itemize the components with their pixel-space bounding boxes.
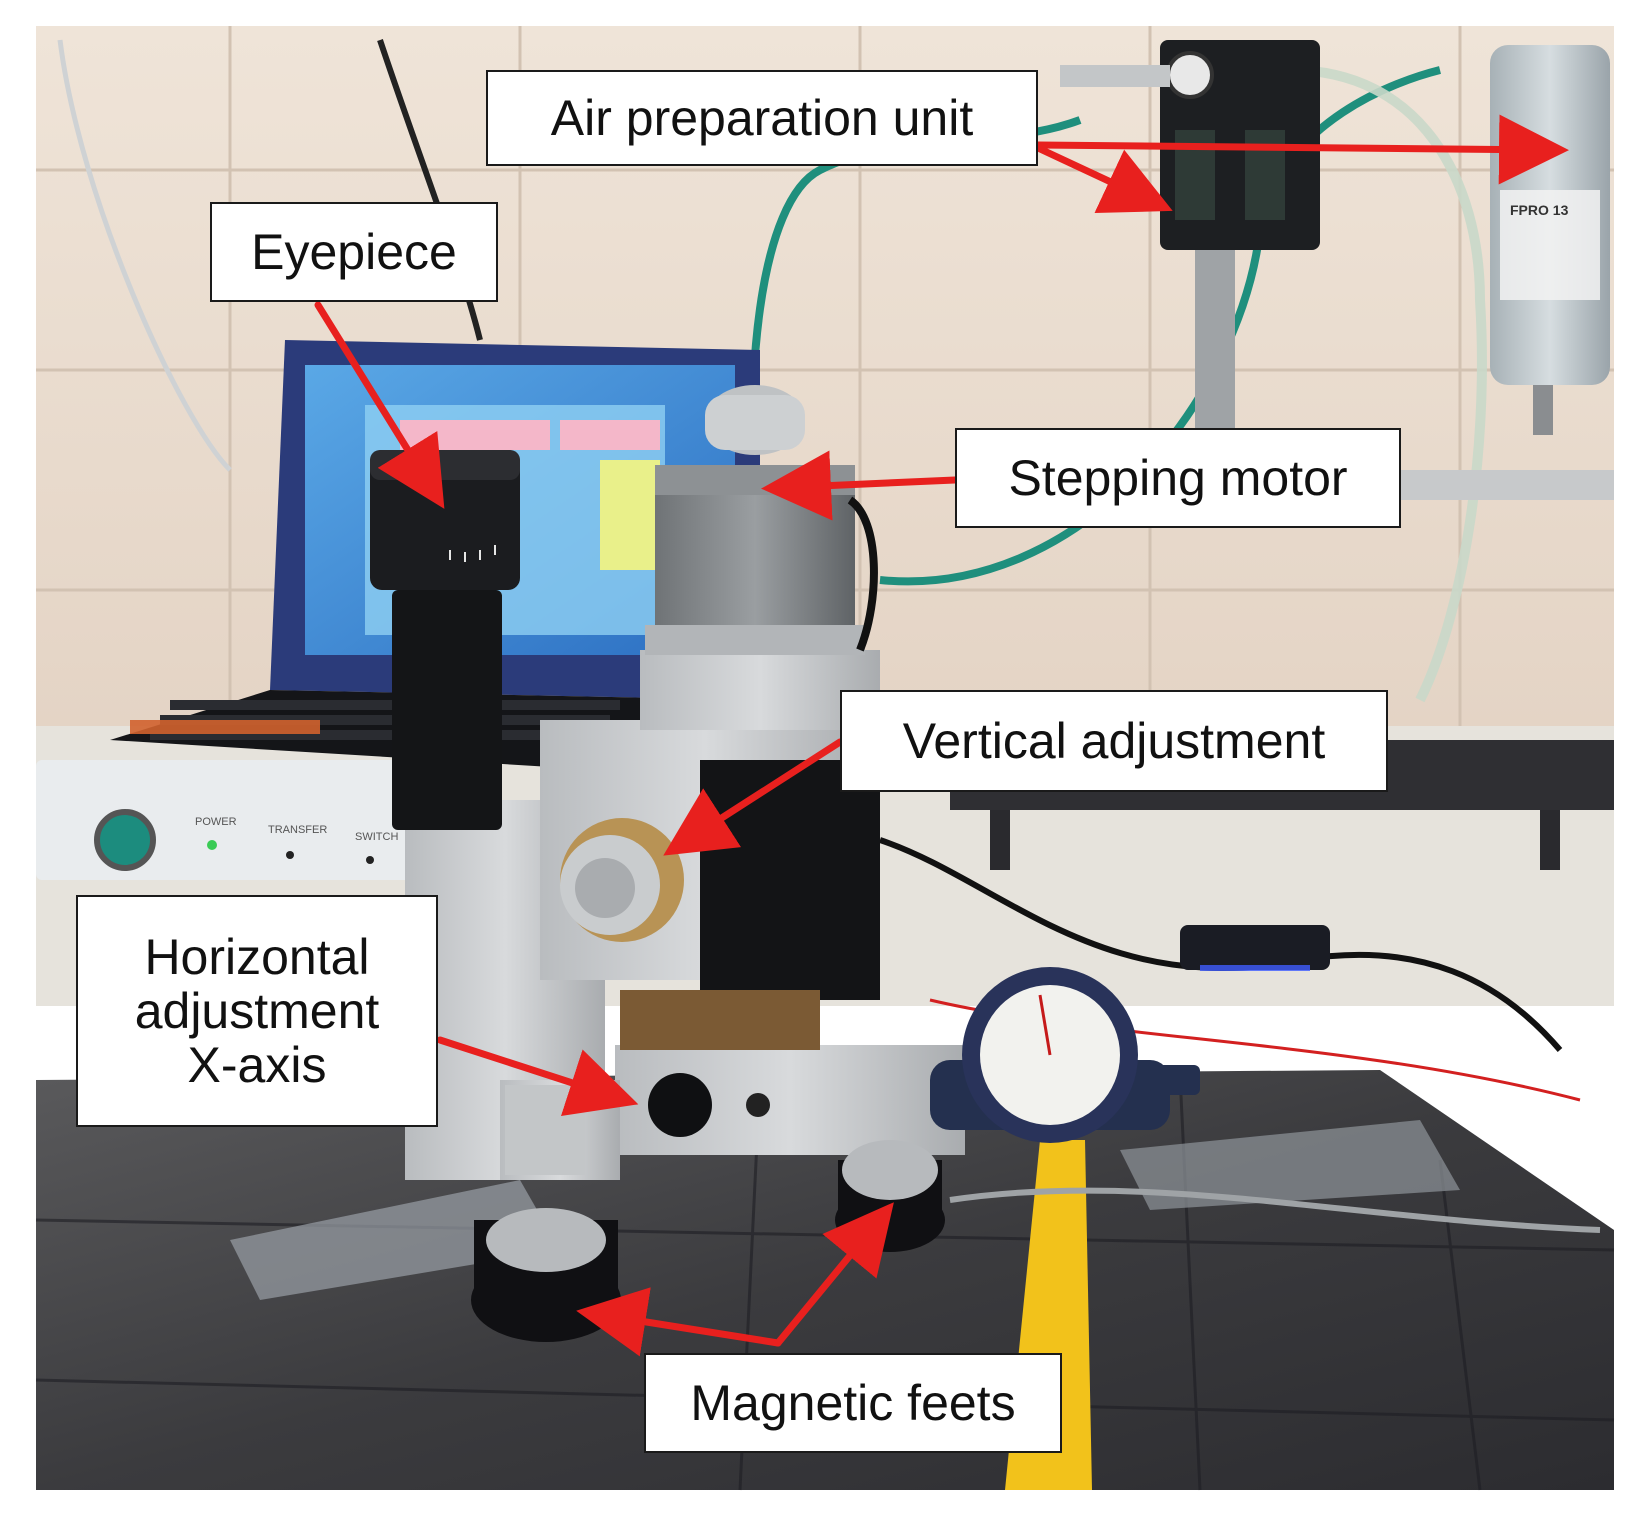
arrow-air-unit-right (1034, 114, 1569, 185)
label-eyepiece: Eyepiece (210, 202, 498, 302)
label-horizontal-adjustment-line-2: adjustment (134, 983, 380, 1039)
arrow-air-unit-left (1034, 144, 1173, 214)
label-air-preparation-unit: Air preparation unit (486, 70, 1038, 166)
label-vertical-adjustment: Vertical adjustment (840, 690, 1388, 792)
label-horizontal-adjustment: Horizontal adjustment X-axis (76, 895, 438, 1127)
filter-label: FPRO 13 (1510, 202, 1569, 218)
control-box-power-label: POWER (195, 816, 237, 828)
annotation-arrows (314, 114, 1569, 1357)
arrow-magnetic-feet-left (576, 1287, 782, 1357)
label-horizontal-adjustment-line-1: Horizontal (144, 929, 370, 985)
label-horizontal-adjustment-line-3: X-axis (187, 1037, 327, 1093)
label-stepping-motor: Stepping motor (955, 428, 1401, 528)
label-magnetic-feets: Magnetic feets (644, 1353, 1062, 1453)
arrow-stepping-motor (761, 450, 959, 521)
control-box-transfer-label: TRANSFER (268, 824, 327, 836)
control-box-switch-label: SWITCH (355, 831, 398, 843)
arrow-magnetic-feet-right (774, 1202, 894, 1347)
arrow-horizontal-adjustment (436, 1036, 639, 1117)
arrow-eyepiece (314, 301, 445, 509)
photo-content: FPRO 13 POWER TRANSFER SWITCH (35, 26, 1615, 1491)
arrow-vertical-adjustment (663, 738, 844, 856)
